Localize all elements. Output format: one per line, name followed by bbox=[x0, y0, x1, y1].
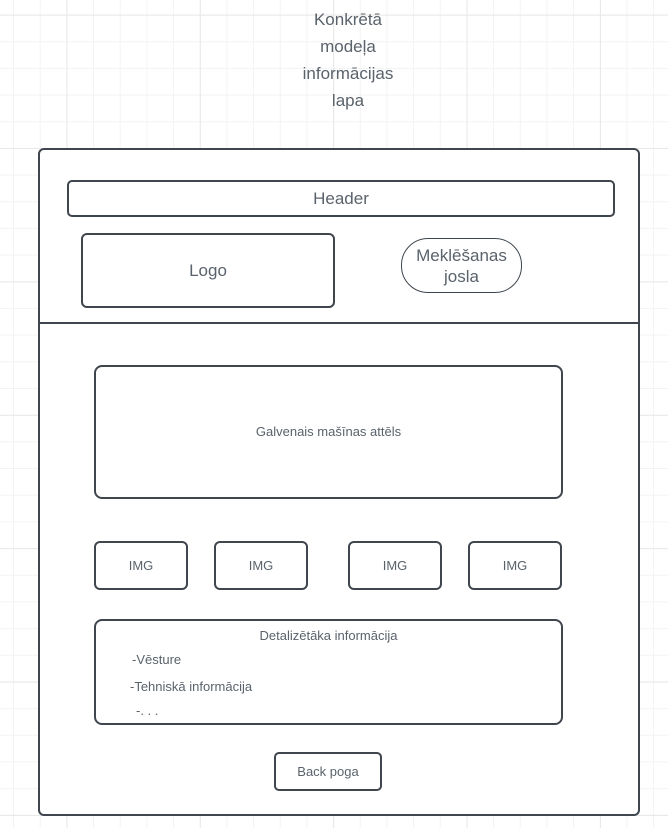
thumbnail-label: IMG bbox=[502, 557, 528, 573]
details-item-history: -Vēsture bbox=[132, 652, 182, 667]
header-label: Header bbox=[313, 189, 369, 208]
details-item-technical: -Tehniskā informācija bbox=[130, 679, 253, 694]
details-title: Detalizētāka informācija bbox=[259, 628, 398, 643]
thumbnail-img-4[interactable]: IMG bbox=[468, 541, 562, 590]
logo-label: Logo bbox=[189, 261, 227, 280]
search-bar-label: Meklēšanas josla bbox=[416, 245, 507, 286]
thumbnail-label: IMG bbox=[248, 557, 274, 573]
page-annotation-title[interactable]: Konkrētā modeļa informācijas lapa bbox=[302, 10, 394, 110]
header-bar[interactable]: Header bbox=[67, 180, 615, 217]
details-box[interactable]: Detalizētāka informācija -Vēsture -Tehni… bbox=[94, 619, 563, 725]
logo-box[interactable]: Logo bbox=[81, 233, 335, 308]
search-bar[interactable]: Meklēšanas josla bbox=[401, 238, 522, 293]
back-button-label: Back poga bbox=[297, 763, 359, 779]
page-frame[interactable]: Header Logo Meklēšanas josla Galvenais m… bbox=[38, 148, 640, 816]
thumbnail-img-3[interactable]: IMG bbox=[348, 541, 442, 590]
content-divider bbox=[39, 322, 639, 324]
details-item-ellipsis: -. . . bbox=[136, 703, 159, 718]
back-button[interactable]: Back poga bbox=[274, 752, 382, 791]
main-image-label: Galvenais mašīnas attēls bbox=[255, 424, 402, 439]
thumbnail-label: IMG bbox=[128, 557, 154, 573]
main-image-box[interactable]: Galvenais mašīnas attēls bbox=[94, 365, 563, 499]
thumbnail-img-2[interactable]: IMG bbox=[214, 541, 308, 590]
thumbnail-img-1[interactable]: IMG bbox=[94, 541, 188, 590]
thumbnail-label: IMG bbox=[382, 557, 408, 573]
